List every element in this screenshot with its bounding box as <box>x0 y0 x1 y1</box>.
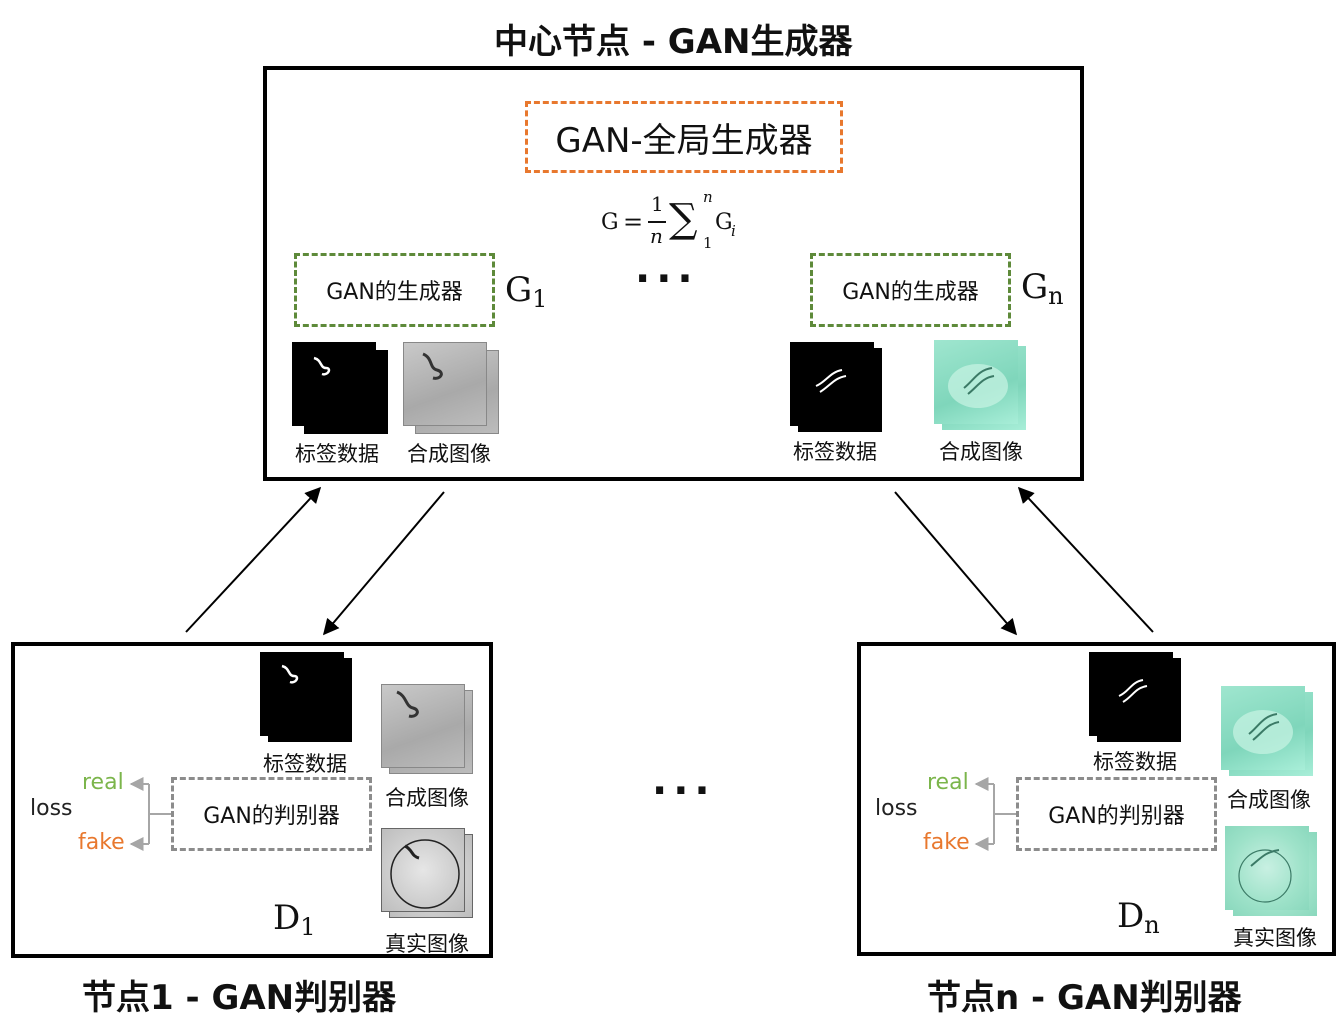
formula-lhs: G <box>601 210 619 235</box>
arrow-center-to-node1 <box>322 491 445 636</box>
noden-synthetic-stack <box>1221 686 1317 782</box>
label-caption-right: 标签数据 <box>793 440 877 464</box>
label-sheet-front <box>1089 652 1173 736</box>
worm-mask-icon <box>313 356 331 376</box>
noden-discriminator-box: GAN的判别器 <box>1016 777 1217 851</box>
synthetic-caption-right: 合成图像 <box>939 440 1023 464</box>
noden-real-word: real <box>927 770 969 795</box>
node1-real-word: real <box>82 770 124 795</box>
node1-fake-word: fake <box>78 830 125 855</box>
formula-sum-icon: ∑ <box>669 196 698 242</box>
formula-term: G <box>715 210 733 235</box>
noden-real-image-stack <box>1225 826 1321 922</box>
noden-bracket-connector <box>974 777 1016 851</box>
synthetic-sheet-front <box>381 684 465 768</box>
formula-equals: = <box>623 208 644 236</box>
label-data-stack-left <box>292 342 388 438</box>
generator-box-left-label: GAN的生成器 <box>326 280 463 305</box>
worm-mask-icon <box>815 369 847 393</box>
formula-sub: 1 <box>703 234 713 252</box>
real-sheet-front <box>1225 826 1309 910</box>
synthetic-caption-left: 合成图像 <box>407 442 491 466</box>
formula-numerator: 1 <box>651 192 664 216</box>
worm-icon <box>948 364 1008 408</box>
formula-denominator: n <box>650 224 663 248</box>
real-sheet-front <box>381 828 465 912</box>
node1-title: 节点1 - GAN判别器 <box>82 978 397 1018</box>
worm-icon <box>422 352 443 380</box>
global-generator-box: GAN-全局生成器 <box>525 101 843 173</box>
worm-mask-icon <box>1118 679 1148 703</box>
worm-dish-icon <box>1238 849 1292 903</box>
node1-loss-word: loss <box>30 796 73 821</box>
label-data-stack-right <box>790 342 886 438</box>
d1-letter: D <box>273 898 301 938</box>
formula-fraction-bar <box>648 221 666 223</box>
generator-symbol-g1: G1 <box>505 270 547 313</box>
worm-mask-icon <box>281 664 299 684</box>
d1-subscript: 1 <box>300 913 316 941</box>
generator-box-left: GAN的生成器 <box>294 253 495 327</box>
node1-discriminator-label: GAN的判别器 <box>203 804 340 829</box>
label-sheet-front <box>260 652 344 736</box>
central-node-title: 中心节点 - GAN生成器 <box>494 22 853 62</box>
noden-discriminator-symbol: Dn <box>1117 896 1160 939</box>
global-generator-label: GAN-全局生成器 <box>555 120 813 161</box>
synthetic-sheet-front <box>403 342 487 426</box>
label-caption-left: 标签数据 <box>295 442 379 466</box>
noden-label-data-stack <box>1089 652 1185 748</box>
node1-panel: 标签数据 合成图像 真实图像 GAN的判别器 real fake loss D1 <box>11 642 493 958</box>
node1-label-caption: 标签数据 <box>263 752 347 776</box>
worm-icon <box>1233 710 1293 754</box>
synthetic-image-stack-right <box>934 340 1030 436</box>
label-sheet-front <box>292 342 376 426</box>
noden-fake-word: fake <box>923 830 970 855</box>
node1-real-caption: 真实图像 <box>385 932 469 956</box>
generator-symbol-gn: Gn <box>1021 267 1064 310</box>
formula-term-sub: i <box>731 222 736 240</box>
noden-title: 节点n - GAN判别器 <box>927 978 1242 1018</box>
node1-bracket-connector <box>129 777 171 851</box>
gn-letter: G <box>1021 267 1049 307</box>
noden-discriminator-label: GAN的判别器 <box>1048 804 1185 829</box>
arrow-noden-to-center <box>1017 486 1154 633</box>
gn-subscript: n <box>1048 282 1064 310</box>
arrow-node1-to-center <box>185 486 322 633</box>
noden-real-caption: 真实图像 <box>1233 926 1317 950</box>
node1-real-image-stack <box>381 828 477 924</box>
node1-discriminator-box: GAN的判别器 <box>171 777 372 851</box>
dn-subscript: n <box>1144 911 1160 939</box>
worm-icon <box>396 690 419 718</box>
node1-label-data-stack <box>260 652 356 748</box>
middle-ellipsis: ··· <box>652 768 716 814</box>
worm-dish-icon <box>390 839 460 909</box>
noden-panel: 标签数据 合成图像 真实图像 GAN的判别器 real fake loss Dn <box>857 642 1336 956</box>
g1-subscript: 1 <box>532 285 548 313</box>
node1-synthetic-stack <box>381 684 477 780</box>
dn-letter: D <box>1117 896 1145 936</box>
formula-sup: n <box>703 188 713 206</box>
central-ellipsis: ··· <box>635 256 699 302</box>
arrow-center-to-noden <box>894 491 1018 636</box>
generator-box-right: GAN的生成器 <box>810 253 1011 327</box>
central-node-panel: GAN-全局生成器 G = 1 n ∑ n 1 G i GAN的生成器 G1 标… <box>263 66 1084 481</box>
synthetic-image-stack-left <box>403 342 499 438</box>
noden-synthetic-caption: 合成图像 <box>1227 788 1311 812</box>
node1-discriminator-symbol: D1 <box>273 898 316 941</box>
node1-synthetic-caption: 合成图像 <box>385 786 469 810</box>
g1-letter: G <box>505 270 533 310</box>
noden-label-caption: 标签数据 <box>1093 750 1177 774</box>
generator-box-right-label: GAN的生成器 <box>842 280 979 305</box>
aggregation-formula: G = 1 n ∑ n 1 G i <box>601 188 751 254</box>
noden-loss-word: loss <box>875 796 918 821</box>
